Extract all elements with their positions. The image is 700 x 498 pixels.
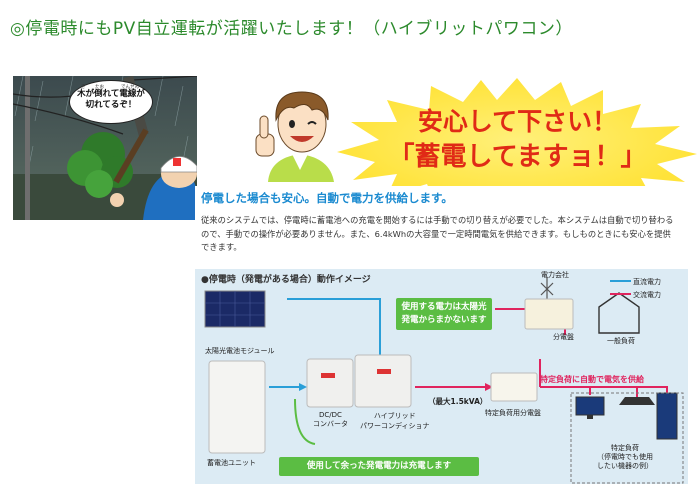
hybrid-label: ハイブリッド パワーコンディショナ xyxy=(360,411,430,431)
callout-bottom: 使用して余った発電電力は充電します xyxy=(279,457,479,476)
dcdc-label-line2: コンバータ xyxy=(313,420,348,428)
legend-ac-label: 交流電力 xyxy=(633,291,661,299)
ruby-densen: でんせん xyxy=(121,85,139,90)
ruby-ki: き xyxy=(81,85,86,90)
bubble-line-1: 木が倒れて電線が xyxy=(77,89,145,99)
burst-line-2: 「蓄電してますョ！」 xyxy=(388,142,647,172)
special-load-line1: 特定負荷 xyxy=(611,444,639,452)
storm-illustration: き たお でんせん き 木が倒れて電線が 切れてるぞ！ xyxy=(13,76,197,220)
hybrid-label-line2: パワーコンディショナ xyxy=(360,422,430,430)
ac-wire-load2 xyxy=(540,386,638,397)
panel-title: 停電した場合も安心。自動で電力を供給します。 xyxy=(201,191,453,205)
dc-wire-solar xyxy=(287,298,381,361)
special-board-label: 特定負荷用分電盤 xyxy=(485,409,541,417)
ac-wire-load1 xyxy=(540,386,591,395)
diagram-title: ●停電時（発電がある場合）動作イメージ xyxy=(201,275,371,285)
dcdc-converter-icon xyxy=(306,358,354,408)
general-load-icon xyxy=(598,292,640,334)
burst-shape xyxy=(337,78,697,203)
callout-top: 使用する電力は太陽光発電からまかないます xyxy=(396,298,492,330)
speech-bubble: き たお でんせん き 木が倒れて電線が 切れてるぞ！ xyxy=(69,80,153,124)
power-company-label: 電力会社 xyxy=(541,271,569,279)
max-capacity-label: （最大1.5kVA） xyxy=(428,397,488,406)
general-load-label: 一般負荷 xyxy=(607,337,635,345)
bubble-line-2: 切れてるぞ！ xyxy=(85,100,137,110)
thumbs-up-character xyxy=(250,80,350,182)
light-icon xyxy=(619,397,655,405)
battery-unit-icon xyxy=(208,360,266,454)
legend-dc-label: 直流電力 xyxy=(633,278,661,286)
fridge-icon xyxy=(656,392,678,440)
special-load-line2: （停電時でも使用 xyxy=(597,453,653,461)
page-heading: ◎停電時にもPV自立運転が活躍いたします！（ハイブリットパワコン） xyxy=(10,19,573,39)
battery-unit-label: 蓄電池ユニット xyxy=(207,459,256,467)
ac-wire-load3 xyxy=(540,386,668,393)
switchboard-label: 分電盤 xyxy=(553,333,574,341)
switchboard-icon xyxy=(524,298,574,330)
special-board-icon xyxy=(490,372,538,402)
dcdc-label: DC/DC コンバータ xyxy=(313,411,348,429)
hybrid-inverter-icon xyxy=(354,354,412,408)
special-supply-label: 特定負荷に自動で電気を供給 xyxy=(540,375,644,384)
burst-line-1: 安心して下さい！ xyxy=(417,107,618,136)
special-load-line3: したい機器の例） xyxy=(597,462,653,470)
ruby-tao: たお xyxy=(95,85,104,90)
system-diagram xyxy=(204,277,684,484)
dcdc-label-line1: DC/DC xyxy=(319,411,342,419)
reassurance-burst: 安心して下さい！ 「蓄電してますョ！」 xyxy=(335,78,700,203)
special-load-label: 特定負荷 （停電時でも使用 したい機器の例） xyxy=(597,444,653,471)
info-panel: 停電した場合も安心。自動で電力を供給します。 従来のシステムでは、停電時に蓄電池… xyxy=(195,186,688,484)
panel-body: 従来のシステムでは、停電時に蓄電池への充電を開始するには手動での切り替えが必要で… xyxy=(201,215,674,252)
solar-module-label: 太陽光電池モジュール xyxy=(205,347,275,355)
character-image xyxy=(255,91,334,182)
tv-icon xyxy=(575,396,605,416)
hybrid-label-line1: ハイブリッド xyxy=(373,412,416,420)
ruby-ki2: き xyxy=(85,103,90,108)
special-load-box xyxy=(570,392,684,484)
